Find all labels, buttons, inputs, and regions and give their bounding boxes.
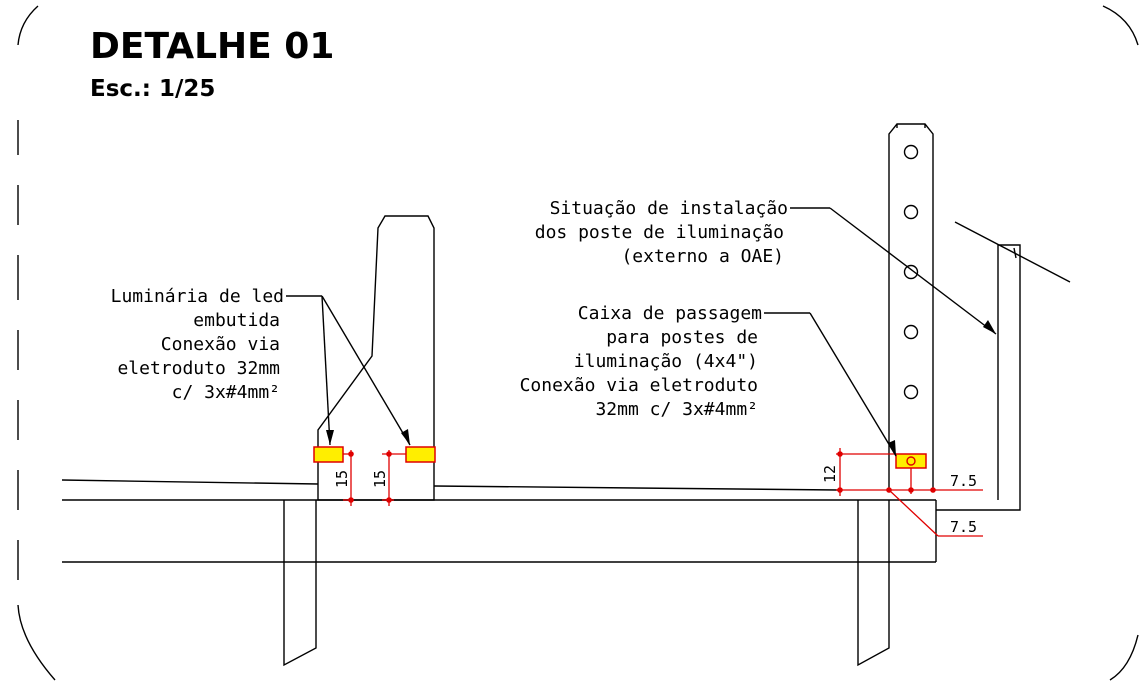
- svg-text:Situação de instalação: Situação de instalação: [550, 198, 788, 219]
- detail-scale: Esc.: 1/25: [90, 76, 215, 102]
- svg-text:Conexão via: Conexão via: [161, 334, 280, 355]
- leader-arrows: [326, 320, 996, 456]
- svg-text:32mm c/ 3x#4mm²: 32mm c/ 3x#4mm²: [595, 399, 758, 420]
- dim-barrier-left: 15: [333, 470, 351, 488]
- dim-offset-bottom: 7.5: [950, 518, 977, 536]
- dim-box-height: 12: [821, 465, 839, 483]
- svg-text:(externo a OAE): (externo a OAE): [621, 246, 784, 267]
- svg-text:c/ 3x#4mm²: c/ 3x#4mm²: [172, 382, 280, 403]
- svg-text:para postes de: para postes de: [606, 327, 758, 348]
- svg-text:dos poste de iluminação: dos poste de iluminação: [535, 222, 784, 243]
- dim-offset-top: 7.5: [950, 472, 977, 490]
- dim-barrier-right: 15: [371, 470, 389, 488]
- junction-box: [895, 453, 927, 469]
- leader-lines: [286, 207, 997, 457]
- viewport-frame: [17, 5, 1139, 681]
- svg-text:iluminação (4x4"): iluminação (4x4"): [574, 351, 758, 372]
- note-caixa: Caixa de passagem para postes de ilumina…: [520, 303, 762, 420]
- lighting-pole: [888, 123, 934, 490]
- led-luminaire-right: [405, 446, 436, 463]
- svg-text:Luminária de led: Luminária de led: [111, 286, 284, 307]
- svg-text:eletroduto 32mm: eletroduto 32mm: [117, 358, 280, 379]
- note-situacao: Situação de instalação dos poste de ilum…: [535, 198, 788, 267]
- svg-text:embutida: embutida: [193, 310, 280, 331]
- svg-text:Conexão via eletroduto: Conexão via eletroduto: [520, 375, 758, 396]
- deck-structure: [61, 479, 937, 667]
- right-structure: [936, 221, 1071, 511]
- svg-text:Caixa de passagem: Caixa de passagem: [578, 303, 762, 324]
- note-luminaria: Luminária de led embutida Conexão via el…: [111, 286, 284, 403]
- barrier-profile: [317, 215, 435, 501]
- detail-title: DETALHE 01: [90, 26, 334, 67]
- dimension-lines: [343, 448, 983, 537]
- led-luminaire-left: [313, 446, 344, 463]
